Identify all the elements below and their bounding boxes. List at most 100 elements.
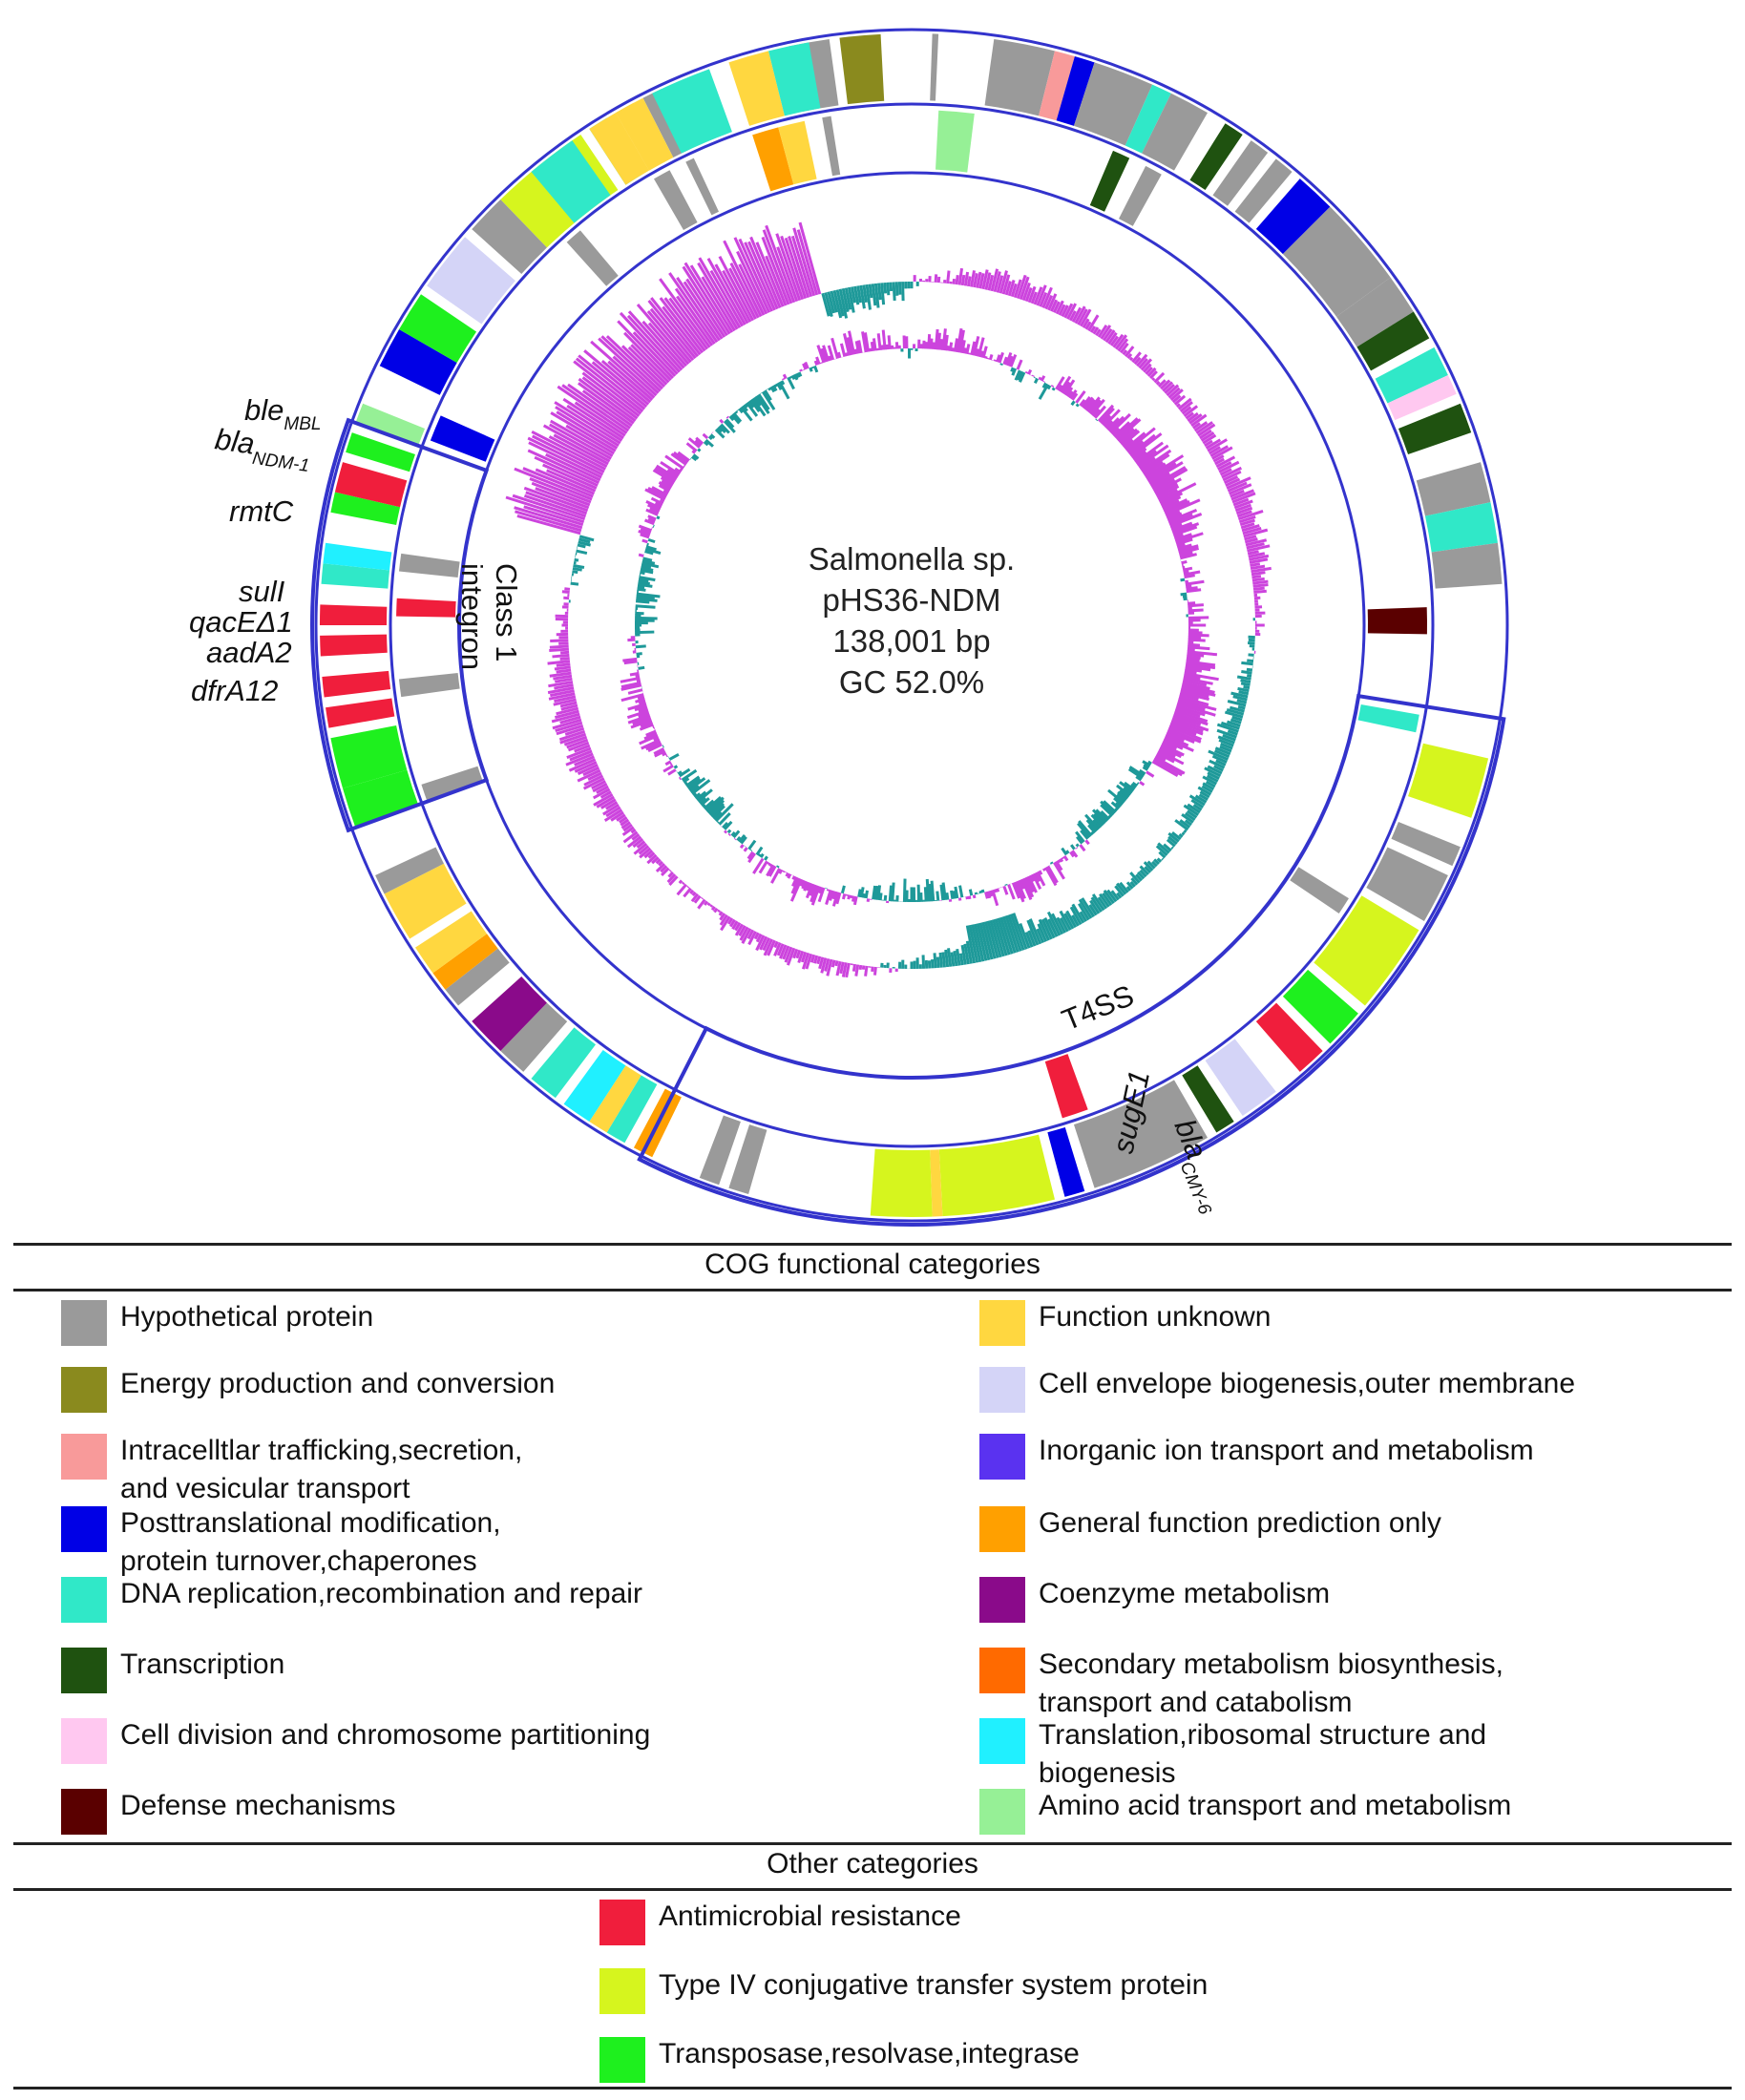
gc-skew-bar [531,430,606,471]
gc-content-bar [1182,566,1193,572]
gc-content-bar [703,799,715,810]
gc-skew-bar [1227,729,1238,736]
cog-legend-item-8: General function prediction only [979,1506,1441,1552]
gc-skew-bar [886,282,891,296]
gc-content-bar [640,528,652,535]
gc-skew-bar [1229,483,1252,495]
gc-content-bar [683,777,690,784]
outer-gene-29 [1391,822,1461,867]
gc-content-bar [1044,866,1058,887]
gc-skew-bar [946,270,951,284]
gc-skew-bar [566,746,592,760]
gc-content-bar [1139,456,1156,470]
gc-skew-bar [854,964,860,976]
gc-skew-bar [558,729,586,742]
gc-content-bar [622,657,638,662]
outer-gene-63 [330,492,401,526]
gc-skew-bar [976,923,988,961]
cog-legend-item-7: Posttranslational modification,protein t… [61,1506,501,1577]
gc-content-bar [704,795,723,812]
gc-skew-bar [1012,913,1028,950]
gc-content-bar [1093,812,1105,826]
gc-skew-bar [1230,705,1245,713]
gc-skew-bar [1188,413,1203,425]
gc-skew-bar [1109,335,1120,346]
cog-legend-item-1: Hypothetical protein [61,1300,373,1346]
gc-skew-bar [568,758,597,772]
gc-content-bar [711,805,725,819]
other-legend-swatch [599,2037,645,2083]
gc-content-bar [1071,392,1079,401]
gc-skew-bar [563,735,588,746]
outer-gene-9 [984,39,1055,116]
outer-gene-42 [699,1115,741,1186]
inner-gene-17 [566,230,619,286]
gc-content-bar [817,887,826,903]
outer-gene-58 [322,670,391,698]
outer-gene-61 [321,563,390,589]
gc-skew-bar [706,902,711,907]
gc-skew-bar [749,236,782,308]
gc-content-bar [975,348,979,357]
gc-content-bar [1075,403,1080,408]
gc-content-bar [1100,804,1114,817]
gc-skew-bar [1214,749,1230,759]
gc-content-bar [645,499,662,510]
gc-content-bar [831,892,839,907]
gc-content-bar [815,356,821,366]
gc-skew-bar [698,257,742,328]
gc-content-bar [1124,431,1146,451]
gc-content-bar [851,895,856,902]
gc-content-bar [1094,405,1106,419]
gc-skew-bar [722,269,752,323]
gc-skew-bar [574,755,595,766]
other-legend-item-2: Type IV conjugative transfer system prot… [599,1968,1208,2014]
gc-skew-bar [733,237,771,314]
gc-content-bar [718,425,726,433]
gc-content-bar [1050,385,1055,388]
gc-content-bar [970,341,977,356]
gc-content-bar [1184,574,1195,579]
gc-skew-bar [965,925,977,964]
plasmid-length: 138,001 bp [832,623,990,659]
gc-content-bar [1019,371,1026,383]
outer-gene-75 [728,51,785,126]
gc-content-bar [1080,830,1089,840]
gc-content-bar [936,332,941,350]
gc-content-bar [925,878,931,902]
gc-content-bar [848,330,856,355]
gc-skew-bar [1197,423,1216,437]
gc-skew-bar [566,404,623,442]
gc-skew-bar [864,965,869,976]
gc-content-bar [732,830,741,839]
gc-skew-bar [1252,579,1269,585]
gc-skew-bar [974,923,985,962]
gc-skew-bar [1241,524,1260,533]
svg-text:Class 1: Class 1 [490,563,523,662]
gc-content-bar [718,812,731,826]
gc-content-bar [659,498,665,503]
gc-content-bar [629,671,640,677]
cog-legend-label: Amino acid transport and metabolism [1039,1790,1512,1821]
gc-skew-bar [1207,765,1223,775]
cog-legend-title: COG functional categories [704,1249,1041,1280]
gc-skew-bar [1089,326,1097,333]
gc-skew-bar [567,383,631,430]
gc-skew-bar [710,906,716,912]
gc-skew-bar [598,337,660,394]
gc-skew-bar [1151,377,1156,382]
gc-content-track [620,327,1219,907]
gc-skew-bar [676,277,721,342]
gc-skew-bar [1088,904,1098,916]
gc-skew-bar [1237,509,1264,521]
gc-skew-bar [1102,892,1113,906]
gc-content-bar [878,892,883,901]
gc-content-bar [1084,839,1090,846]
ring-separator-circle [389,102,1435,1148]
gc-skew-bar [616,813,626,822]
gc-skew-bar [577,768,601,783]
gc-skew-bar [659,278,711,348]
gc-content-bar [691,455,698,462]
gc-content-bar [1170,521,1193,533]
gc-skew-bar [1192,803,1203,811]
